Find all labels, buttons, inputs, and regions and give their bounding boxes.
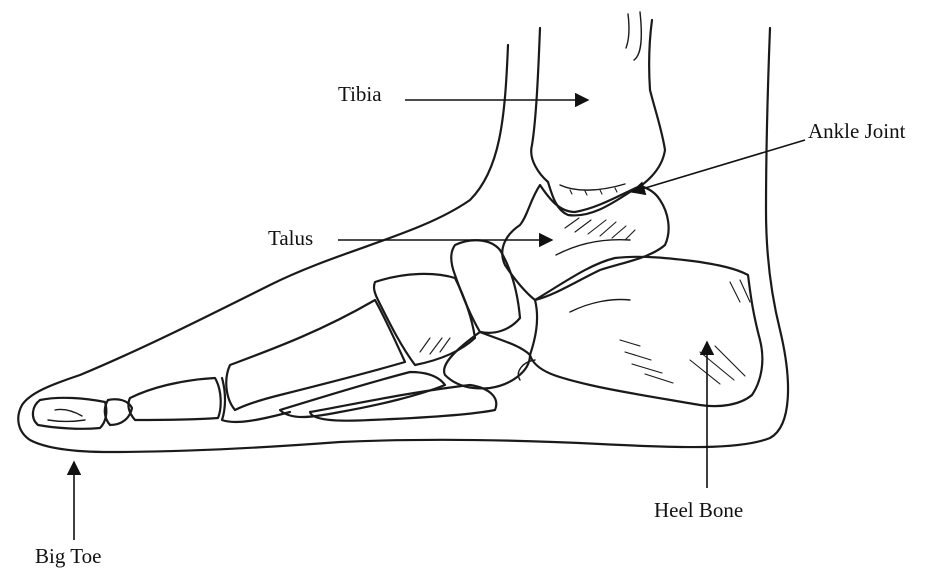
talus-label: Talus bbox=[268, 228, 313, 249]
heel-bone bbox=[518, 257, 762, 406]
ankle-joint-label: Ankle Joint bbox=[808, 121, 905, 142]
ankle-joint-pointer bbox=[632, 140, 805, 192]
tibia-bone bbox=[531, 20, 665, 215]
midfoot-bones bbox=[374, 240, 530, 388]
talus-bone bbox=[502, 185, 668, 300]
leg-outline bbox=[18, 12, 788, 452]
toe-bones bbox=[33, 378, 221, 429]
annotation-arrows bbox=[74, 100, 805, 540]
metatarsal-bones bbox=[222, 300, 496, 422]
heel-bone-label: Heel Bone bbox=[654, 500, 743, 521]
tibia-label: Tibia bbox=[338, 84, 382, 105]
big-toe-label: Big Toe bbox=[35, 546, 101, 567]
